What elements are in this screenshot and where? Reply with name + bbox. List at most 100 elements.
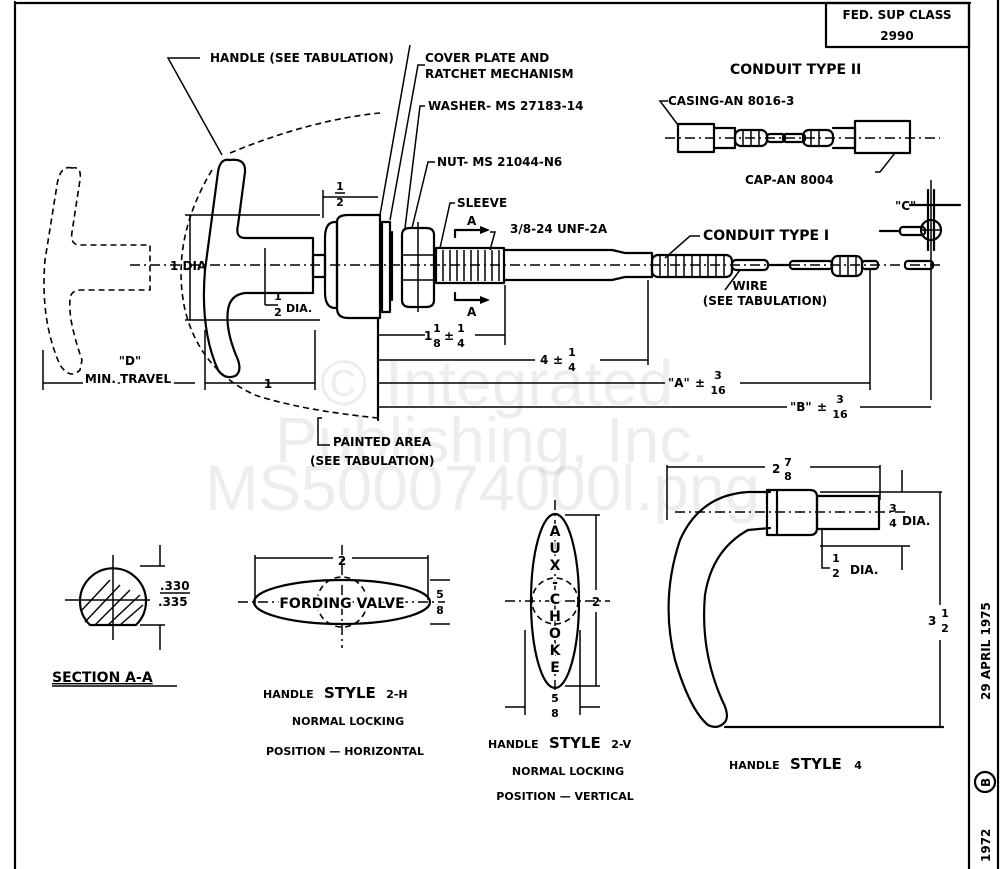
style-4-handle bbox=[667, 490, 772, 729]
style-2h-line2: NORMAL LOCKING bbox=[292, 715, 404, 728]
style-2h-caption-prefix: HANDLE bbox=[263, 688, 314, 701]
section-mark-bottom: A bbox=[467, 305, 477, 319]
style-4-length-num: 7 bbox=[784, 456, 792, 469]
callout-wire-line1: WIRE bbox=[732, 279, 767, 293]
style-2v-caption-id: 2-V bbox=[611, 738, 631, 751]
style-2v-height-dim: 2 bbox=[592, 595, 600, 609]
style-2v-inscription-letter: C bbox=[550, 592, 560, 608]
dim-4-tol-den: 4 bbox=[568, 361, 576, 374]
dim-half-top-num: 1 bbox=[336, 180, 344, 193]
style-4-caption-id: 4 bbox=[854, 759, 862, 772]
revision-year: 1972 bbox=[979, 829, 993, 862]
dim-half-dia-suffix: DIA. bbox=[286, 302, 312, 315]
dim-half-dia-den: 2 bbox=[274, 306, 282, 319]
style-2h-caption-style: STYLE bbox=[324, 684, 376, 702]
style-2h-height-den: 8 bbox=[436, 604, 444, 617]
style-4-dia-small-num: 1 bbox=[832, 552, 840, 565]
handle bbox=[202, 158, 315, 379]
handle-style-4: 2 7 8 3 4 DIA. 1 2 DIA. 3 1 2 HANDLE STY… bbox=[666, 456, 949, 773]
style-4-height-den: 2 bbox=[941, 622, 949, 635]
style-4-dia-small-den: 2 bbox=[832, 567, 840, 580]
callout-conduit-type-1: CONDUIT TYPE I bbox=[703, 228, 829, 244]
washer bbox=[380, 220, 392, 314]
style-2v-inscription-letter: H bbox=[549, 609, 561, 625]
section-a-a: .330 .335 SECTION A-A bbox=[52, 545, 190, 687]
dim-a-tol-den: 16 bbox=[710, 384, 726, 397]
style-2v-inscription-letter: U bbox=[549, 541, 560, 557]
callout-sleeve: SLEEVE bbox=[457, 196, 507, 210]
style-4-dia-large-suffix: DIA. bbox=[902, 514, 931, 528]
revision-circle bbox=[973, 770, 997, 794]
style-4-dia-large-num: 3 bbox=[889, 502, 897, 515]
plus-minus: ± bbox=[553, 353, 563, 367]
revision-date: 29 APRIL 1975 bbox=[979, 602, 993, 700]
watermark-line-2: Publishing, Inc. bbox=[275, 404, 709, 476]
callouts: HANDLE (SEE TABULATION) COVER PLATE AND … bbox=[166, 44, 916, 468]
style-2v-inscription-letter: K bbox=[550, 643, 562, 659]
dim-1-1-8-whole: 1 bbox=[424, 329, 432, 343]
section-dim-top: .330 bbox=[160, 579, 190, 593]
section-a-arrows bbox=[453, 226, 490, 304]
style-4-dia-large-den: 4 bbox=[889, 517, 897, 530]
style-2h-inscription: FORDING VALVE bbox=[279, 596, 404, 612]
main-dimensions: 1 2 1 DIA 1 2 DIA. "D" MIN. TRAVEL 1 1 1… bbox=[42, 180, 931, 422]
style-2v-width-num: 5 bbox=[551, 692, 559, 705]
threaded-sleeve bbox=[434, 246, 506, 285]
dim-half-dia-num: 1 bbox=[274, 290, 282, 303]
callout-painted-line1: PAINTED AREA bbox=[333, 435, 432, 449]
style-2v-caption-style: STYLE bbox=[549, 734, 601, 752]
callout-wire-line2: (SEE TABULATION) bbox=[703, 294, 828, 308]
revision-strip: 29 APRIL 1975 B 1972 bbox=[973, 602, 997, 862]
conduit-type-1-coil bbox=[650, 253, 734, 279]
conduit-type-2: CONDUIT TYPE II CASING-AN 8016-3 CAP-AN … bbox=[658, 62, 940, 187]
style-4-length-whole: 2 bbox=[772, 462, 780, 476]
callout-thread: 3/8-24 UNF-2A bbox=[510, 222, 608, 236]
c-detail bbox=[878, 188, 962, 252]
dim-4-tol-num: 1 bbox=[568, 346, 576, 359]
style-2v-width-den: 8 bbox=[551, 707, 559, 720]
dim-b-tol-den: 16 bbox=[832, 408, 848, 421]
dim-1-dia: 1 DIA bbox=[170, 259, 207, 273]
callout-nut: NUT- MS 21044-N6 bbox=[437, 155, 562, 169]
callout-washer: WASHER- MS 27183-14 bbox=[428, 99, 583, 113]
dim-1-1-8-num: 1 bbox=[433, 322, 441, 335]
callout-handle: HANDLE (SEE TABULATION) bbox=[210, 51, 394, 65]
watermark-line-3: MS500074000l.png bbox=[205, 452, 760, 524]
fed-sup-class-block: FED. SUP CLASS 2990 bbox=[824, 1, 971, 49]
style-4-length-den: 8 bbox=[784, 470, 792, 483]
painted-area-outline bbox=[229, 112, 381, 154]
style-4-height-num: 1 bbox=[941, 607, 949, 620]
dim-1-1-8-tol-den: 4 bbox=[457, 337, 465, 350]
plus-minus: ± bbox=[817, 400, 827, 414]
style-2h-caption-id: 2-H bbox=[386, 688, 407, 701]
dim-1-1-8-tol-num: 1 bbox=[457, 322, 465, 335]
drawing-border bbox=[13, 0, 1000, 869]
dim-half-top-den: 2 bbox=[336, 196, 344, 209]
callout-c-label: "C" bbox=[895, 199, 916, 213]
style-2h-height-num: 5 bbox=[436, 588, 444, 601]
conduit-type-2-title: CONDUIT TYPE II bbox=[730, 62, 861, 78]
style-4-caption: HANDLE STYLE 4 bbox=[729, 755, 862, 773]
style-4-dia-small-suffix: DIA. bbox=[850, 563, 879, 577]
style-2v-inscription-letter: O bbox=[549, 626, 561, 642]
style-2v-caption: HANDLE STYLE 2-V bbox=[488, 734, 632, 752]
sleeve-threads bbox=[442, 250, 500, 281]
section-aa-title: SECTION A-A bbox=[52, 670, 153, 686]
style-2v-inscription-letter: A bbox=[550, 524, 561, 540]
dim-1: 1 bbox=[264, 377, 272, 391]
style-4-caption-prefix: HANDLE bbox=[729, 759, 780, 772]
style-2v-line2: NORMAL LOCKING bbox=[512, 765, 624, 778]
fed-sup-class-label: FED. SUP CLASS bbox=[843, 8, 952, 22]
plus-minus: ± bbox=[695, 376, 705, 390]
style-2v-line3: POSITION — VERTICAL bbox=[496, 790, 633, 803]
style-2v-inscription-letter: X bbox=[550, 558, 561, 574]
nut bbox=[400, 226, 436, 309]
dim-a-label: "A" bbox=[668, 376, 690, 390]
style-4-height-whole: 3 bbox=[928, 614, 936, 628]
dim-min-travel: MIN. TRAVEL bbox=[85, 372, 172, 386]
callout-cover-plate-line2: RATCHET MECHANISM bbox=[425, 67, 574, 81]
style-2h-line3: POSITION — HORIZONTAL bbox=[266, 745, 424, 758]
